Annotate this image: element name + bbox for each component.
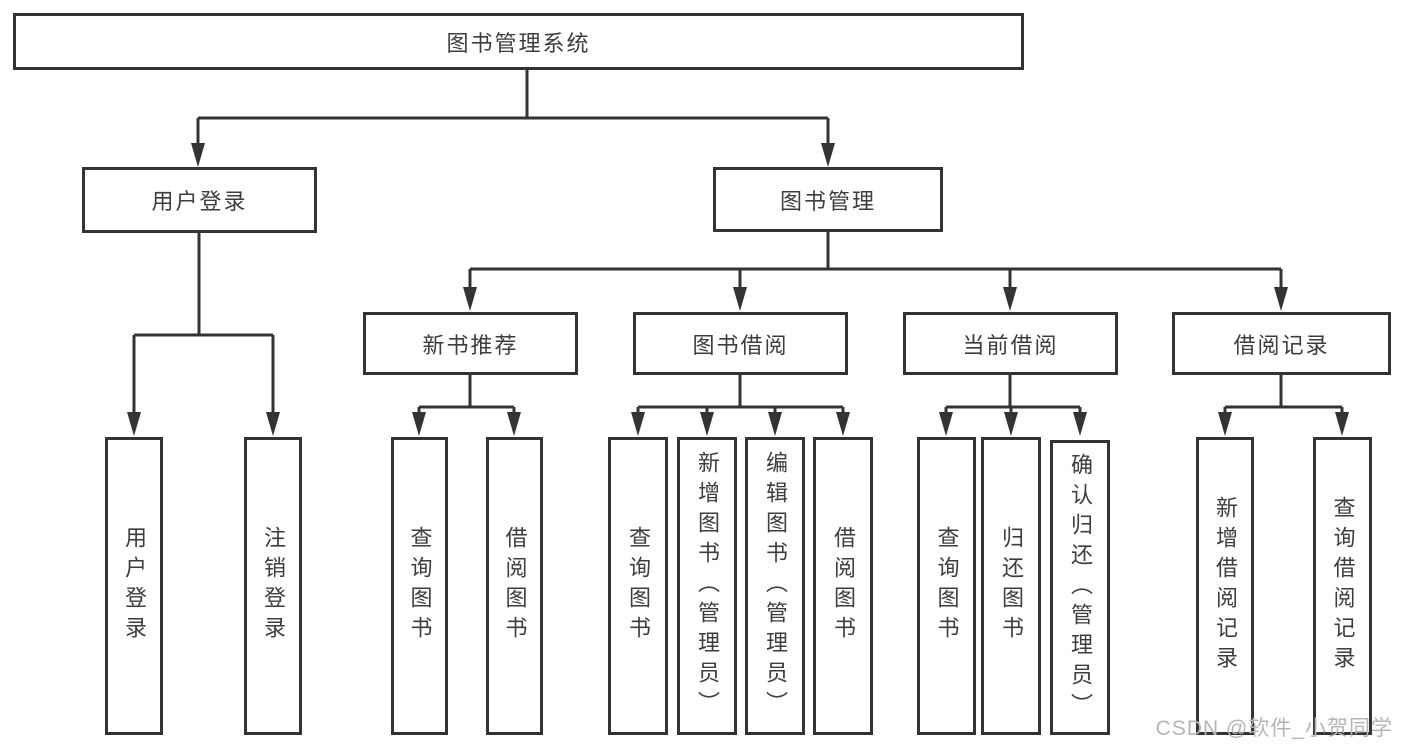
leaf-query-books-borrow-label: 查询图书 <box>626 526 651 646</box>
leaf-borrow-books-recommend-label: 借阅图书 <box>502 526 528 646</box>
leaf-add-book-admin: 新增图书（管理员） <box>677 437 737 735</box>
leaf-return-book-label: 归还图书 <box>999 526 1024 646</box>
node-book-borrow: 图书借阅 <box>633 312 848 375</box>
csdn-watermark: CSDN @软件_小贺同学 <box>1155 717 1393 740</box>
node-book-borrow-label: 图书借阅 <box>692 332 789 358</box>
node-book-management: 图书管理 <box>713 167 943 232</box>
leaf-query-borrow-record: 查询借阅记录 <box>1313 437 1372 735</box>
leaf-borrow-books-recommend: 借阅图书 <box>486 437 543 735</box>
leaf-edit-book-admin-label: 编辑图书（管理员） <box>763 451 788 721</box>
leaf-query-borrow-record-label: 查询借阅记录 <box>1330 496 1356 676</box>
node-user-login: 用户登录 <box>82 167 317 233</box>
leaf-query-books-recommend-label: 查询图书 <box>407 526 433 646</box>
leaf-query-books-current-label: 查询图书 <box>934 526 960 646</box>
root-node-label: 图书管理系统 <box>446 30 591 56</box>
leaf-query-books-recommend: 查询图书 <box>391 437 448 735</box>
leaf-confirm-return-admin-label: 确认归还（管理员） <box>1068 452 1093 723</box>
leaf-user-login: 用户登录 <box>105 437 163 735</box>
leaf-query-books-current: 查询图书 <box>917 437 976 735</box>
node-book-management-label: 图书管理 <box>779 188 876 214</box>
node-borrow-records: 借阅记录 <box>1172 312 1391 375</box>
leaf-add-borrow-record: 新增借阅记录 <box>1196 437 1254 735</box>
leaf-query-books-borrow: 查询图书 <box>608 437 668 735</box>
leaf-borrow-books-borrow-label: 借阅图书 <box>831 526 856 646</box>
node-current-borrow: 当前借阅 <box>903 312 1118 375</box>
node-borrow-records-label: 借阅记录 <box>1233 332 1330 358</box>
node-new-book-recommend: 新书推荐 <box>363 312 578 375</box>
node-current-borrow-label: 当前借阅 <box>962 332 1059 358</box>
leaf-return-book: 归还图书 <box>981 437 1041 735</box>
leaf-logout-label: 注销登录 <box>261 526 286 646</box>
leaf-add-borrow-record-label: 新增借阅记录 <box>1213 496 1238 676</box>
leaf-logout: 注销登录 <box>244 437 302 735</box>
leaf-edit-book-admin: 编辑图书（管理员） <box>745 437 805 735</box>
leaf-add-book-admin-label: 新增图书（管理员） <box>695 451 720 721</box>
leaf-confirm-return-admin: 确认归还（管理员） <box>1050 440 1110 735</box>
node-new-book-recommend-label: 新书推荐 <box>422 332 519 358</box>
leaf-borrow-books-borrow: 借阅图书 <box>813 437 873 735</box>
root-node-book-management-system: 图书管理系统 <box>13 13 1024 70</box>
leaf-user-login-label: 用户登录 <box>122 526 147 646</box>
node-user-login-label: 用户登录 <box>151 189 248 214</box>
